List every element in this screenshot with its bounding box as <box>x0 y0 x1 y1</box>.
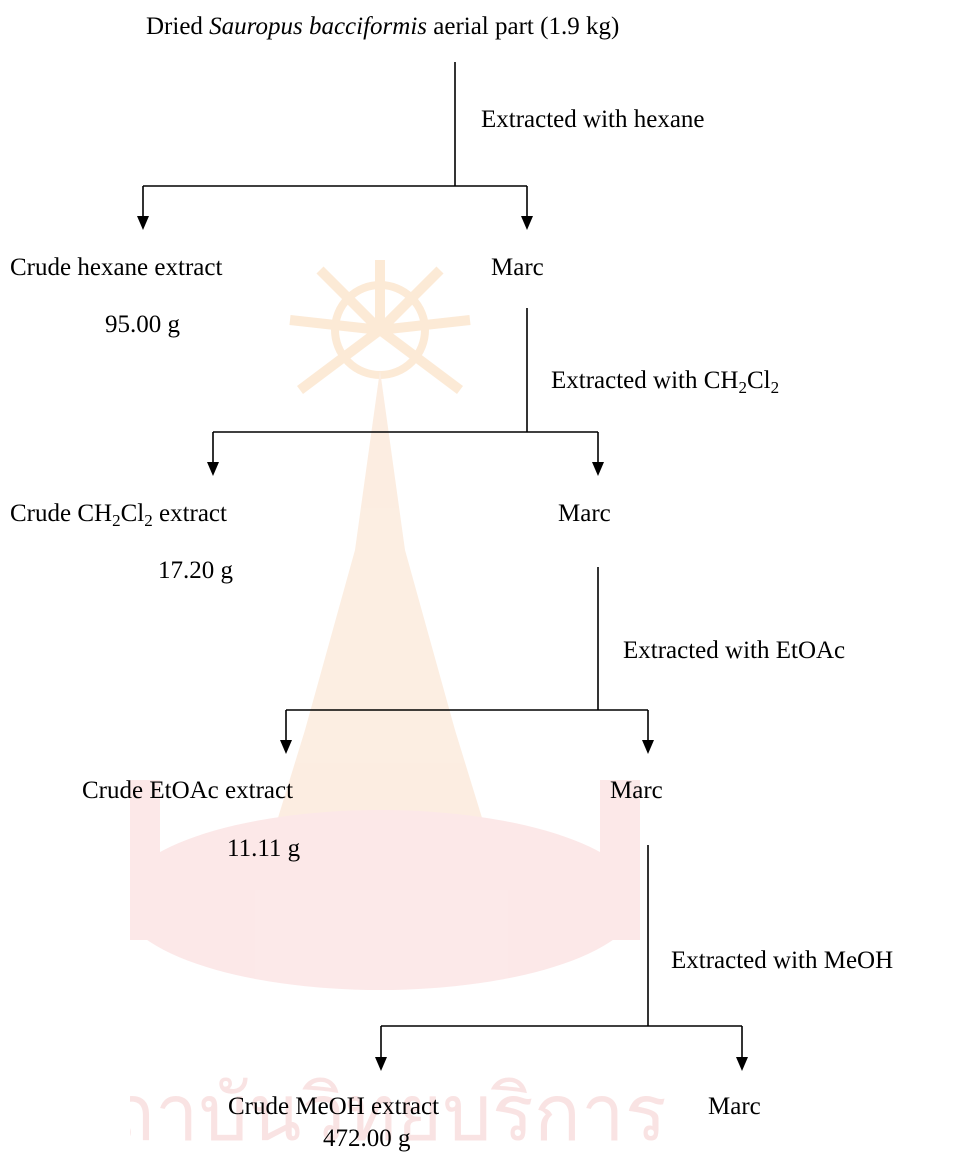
crude-hexane-extract-label: Crude hexane extract <box>10 253 222 283</box>
crude-meoh-prefix: Crude <box>228 1093 296 1120</box>
crude-etoac-extract-label: Crude EtOAc extract <box>82 776 293 806</box>
arrowhead-crude-meoh <box>375 1057 387 1071</box>
crude-etoac-prefix: Crude <box>82 777 150 804</box>
step-meoh-prefix: Extracted with <box>671 947 824 974</box>
crude-hexane-yield: 95.00 g <box>105 311 180 338</box>
crude-etoac-suffix: extract <box>218 777 294 804</box>
crude-meoh-yield: 472.00 g <box>323 1125 411 1152</box>
crude-meoh-solvent: MeOH <box>295 1093 365 1120</box>
species-name: Sauropus bacciformis <box>209 13 427 40</box>
crude-meoh-extract-label: Crude MeOH extract <box>228 1092 439 1122</box>
crude-ch2cl2-prefix: Crude <box>10 500 78 527</box>
step-ch2cl2-prefix: Extracted with <box>551 367 704 394</box>
arrowhead-marc-1 <box>521 216 533 230</box>
step-etoac-prefix: Extracted with <box>623 637 776 664</box>
arrowhead-marc-4 <box>736 1057 748 1071</box>
source-material-label: Dried Sauropus bacciformis aerial part (… <box>146 12 619 42</box>
marc-4-label: Marc <box>708 1093 761 1120</box>
crude-etoac-solvent: EtOAc <box>149 777 219 804</box>
step-hexane-prefix: Extracted with <box>481 106 634 133</box>
step-hexane-solvent: hexane <box>633 106 705 133</box>
crude-ch2cl2-yield: 17.20 g <box>158 557 233 584</box>
step-etoac-label: Extracted with EtOAc <box>623 636 845 666</box>
step-meoh-solvent: MeOH <box>823 947 894 974</box>
crude-etoac-yield: 11.11 g <box>227 835 301 862</box>
marc-1-label: Marc <box>491 254 544 281</box>
step-ch2cl2-solvent: CH2Cl2 <box>703 367 780 397</box>
arrowhead-crude-hexane <box>137 216 149 230</box>
crude-ch2cl2-suffix: extract <box>152 500 227 527</box>
arrowhead-crude-etoac <box>280 740 292 754</box>
arrowhead-marc-2 <box>592 462 604 476</box>
crude-ch2cl2-solvent: CH2Cl2 <box>77 500 153 530</box>
step-hexane-label: Extracted with hexane <box>481 105 705 135</box>
step-etoac-solvent: EtOAc <box>775 637 846 664</box>
marc-3-label: Marc <box>610 777 663 804</box>
source-suffix: aerial part (1.9 kg) <box>427 13 620 40</box>
step-ch2cl2-label: Extracted with CH2Cl2 <box>551 366 779 396</box>
arrowhead-crude-ch2cl2 <box>207 462 219 476</box>
crude-ch2cl2-extract-label: Crude CH2Cl2 extract <box>10 499 227 529</box>
marc-2-label: Marc <box>558 500 611 527</box>
source-prefix: Dried <box>146 13 210 40</box>
crude-hexane-suffix: extract <box>148 254 223 281</box>
arrowhead-marc-3 <box>642 740 654 754</box>
crude-hexane-prefix: Crude <box>10 254 78 281</box>
crude-meoh-suffix: extract <box>364 1093 440 1120</box>
crude-hexane-solvent: hexane <box>77 254 149 281</box>
step-meoh-label: Extracted with MeOH <box>671 946 893 976</box>
